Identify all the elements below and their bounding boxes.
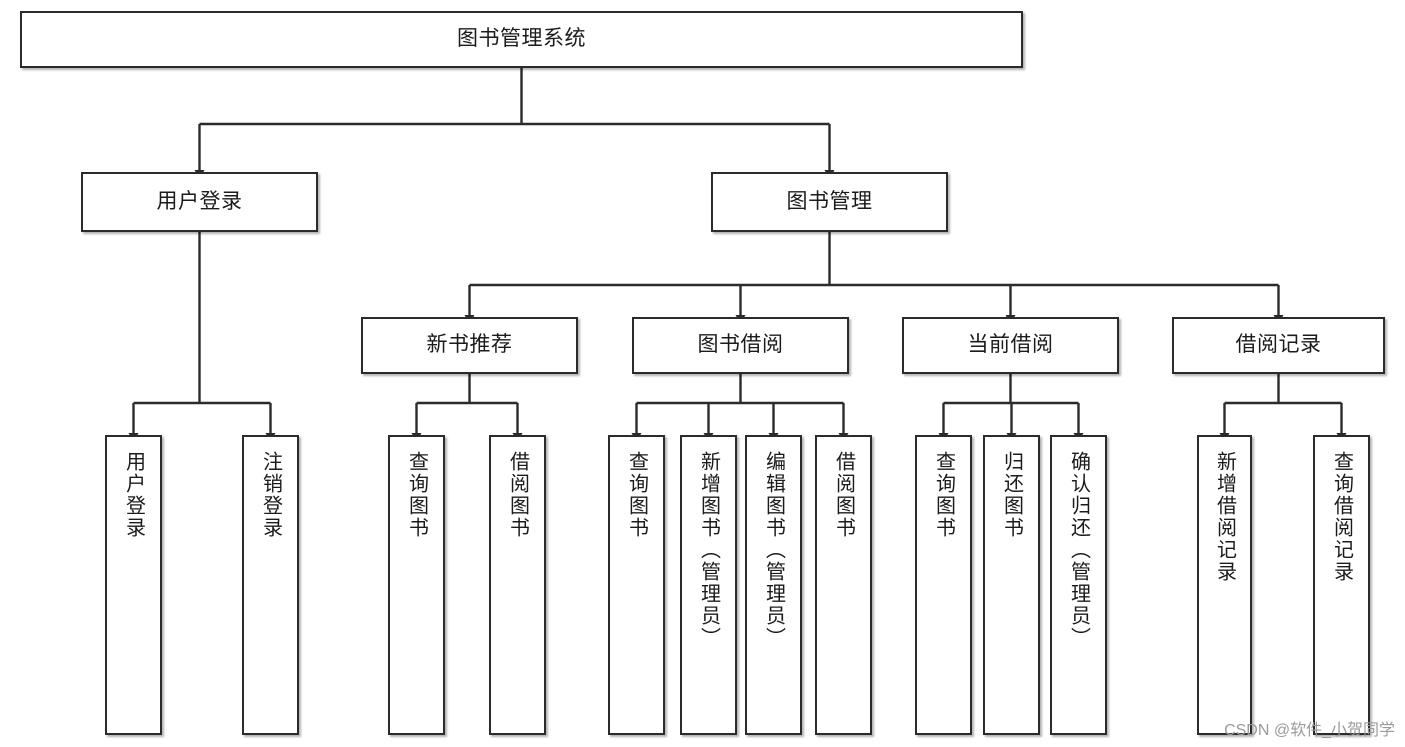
node-leaf-return-book[interactable]: 归还图书 xyxy=(983,435,1040,735)
node-leaf-logout[interactable]: 注销登录 xyxy=(242,435,299,735)
node-borrow-record[interactable]: 借阅记录 xyxy=(1172,317,1385,374)
node-book-manage[interactable]: 图书管理 xyxy=(711,172,948,232)
node-label: 借阅图书 xyxy=(832,451,855,539)
node-label: 借阅记录 xyxy=(1235,333,1322,357)
node-leaf-user-login[interactable]: 用户登录 xyxy=(105,435,162,735)
node-leaf-borrow-book-1[interactable]: 借阅图书 xyxy=(489,435,546,735)
node-label: 查询图书 xyxy=(405,451,428,539)
node-leaf-borrow-book-2[interactable]: 借阅图书 xyxy=(815,435,872,735)
node-label: 新增图书（管理员） xyxy=(697,451,720,649)
node-leaf-add-book[interactable]: 新增图书（管理员） xyxy=(680,435,737,735)
node-leaf-edit-book[interactable]: 编辑图书（管理员） xyxy=(745,435,802,735)
node-label: 用户登录 xyxy=(156,189,243,213)
node-label: 查询图书 xyxy=(932,451,955,539)
node-label: 当前借阅 xyxy=(967,333,1054,357)
node-leaf-query-book-3[interactable]: 查询图书 xyxy=(915,435,972,735)
node-label: 图书管理系统 xyxy=(457,27,586,51)
node-leaf-query-book-2[interactable]: 查询图书 xyxy=(608,435,665,735)
node-label: 注销登录 xyxy=(259,451,282,539)
node-label: 借阅图书 xyxy=(506,451,529,539)
node-label: 图书管理 xyxy=(786,189,873,213)
node-leaf-add-record[interactable]: 新增借阅记录 xyxy=(1197,435,1252,735)
node-leaf-confirm-return[interactable]: 确认归还（管理员） xyxy=(1050,435,1107,735)
node-label: 查询图书 xyxy=(625,451,648,539)
node-label: 图书借阅 xyxy=(697,333,784,357)
node-label: 新书推荐 xyxy=(426,333,513,357)
node-leaf-query-record[interactable]: 查询借阅记录 xyxy=(1313,435,1370,735)
node-root[interactable]: 图书管理系统 xyxy=(20,11,1023,68)
node-label: 新增借阅记录 xyxy=(1213,451,1236,583)
node-book-borrow[interactable]: 图书借阅 xyxy=(632,317,849,374)
node-label: 归还图书 xyxy=(1000,451,1023,539)
csdn-watermark: CSDN @软件_小贺同学 xyxy=(1224,722,1395,739)
node-label: 用户登录 xyxy=(122,451,145,539)
node-label: 确认归还（管理员） xyxy=(1067,451,1090,649)
node-label: 编辑图书（管理员） xyxy=(762,451,785,649)
node-leaf-query-book-1[interactable]: 查询图书 xyxy=(388,435,445,735)
node-user-login[interactable]: 用户登录 xyxy=(81,172,318,232)
node-label: 查询借阅记录 xyxy=(1330,451,1353,583)
node-current-borrow[interactable]: 当前借阅 xyxy=(902,317,1119,374)
node-new-book-recommend[interactable]: 新书推荐 xyxy=(361,317,578,374)
